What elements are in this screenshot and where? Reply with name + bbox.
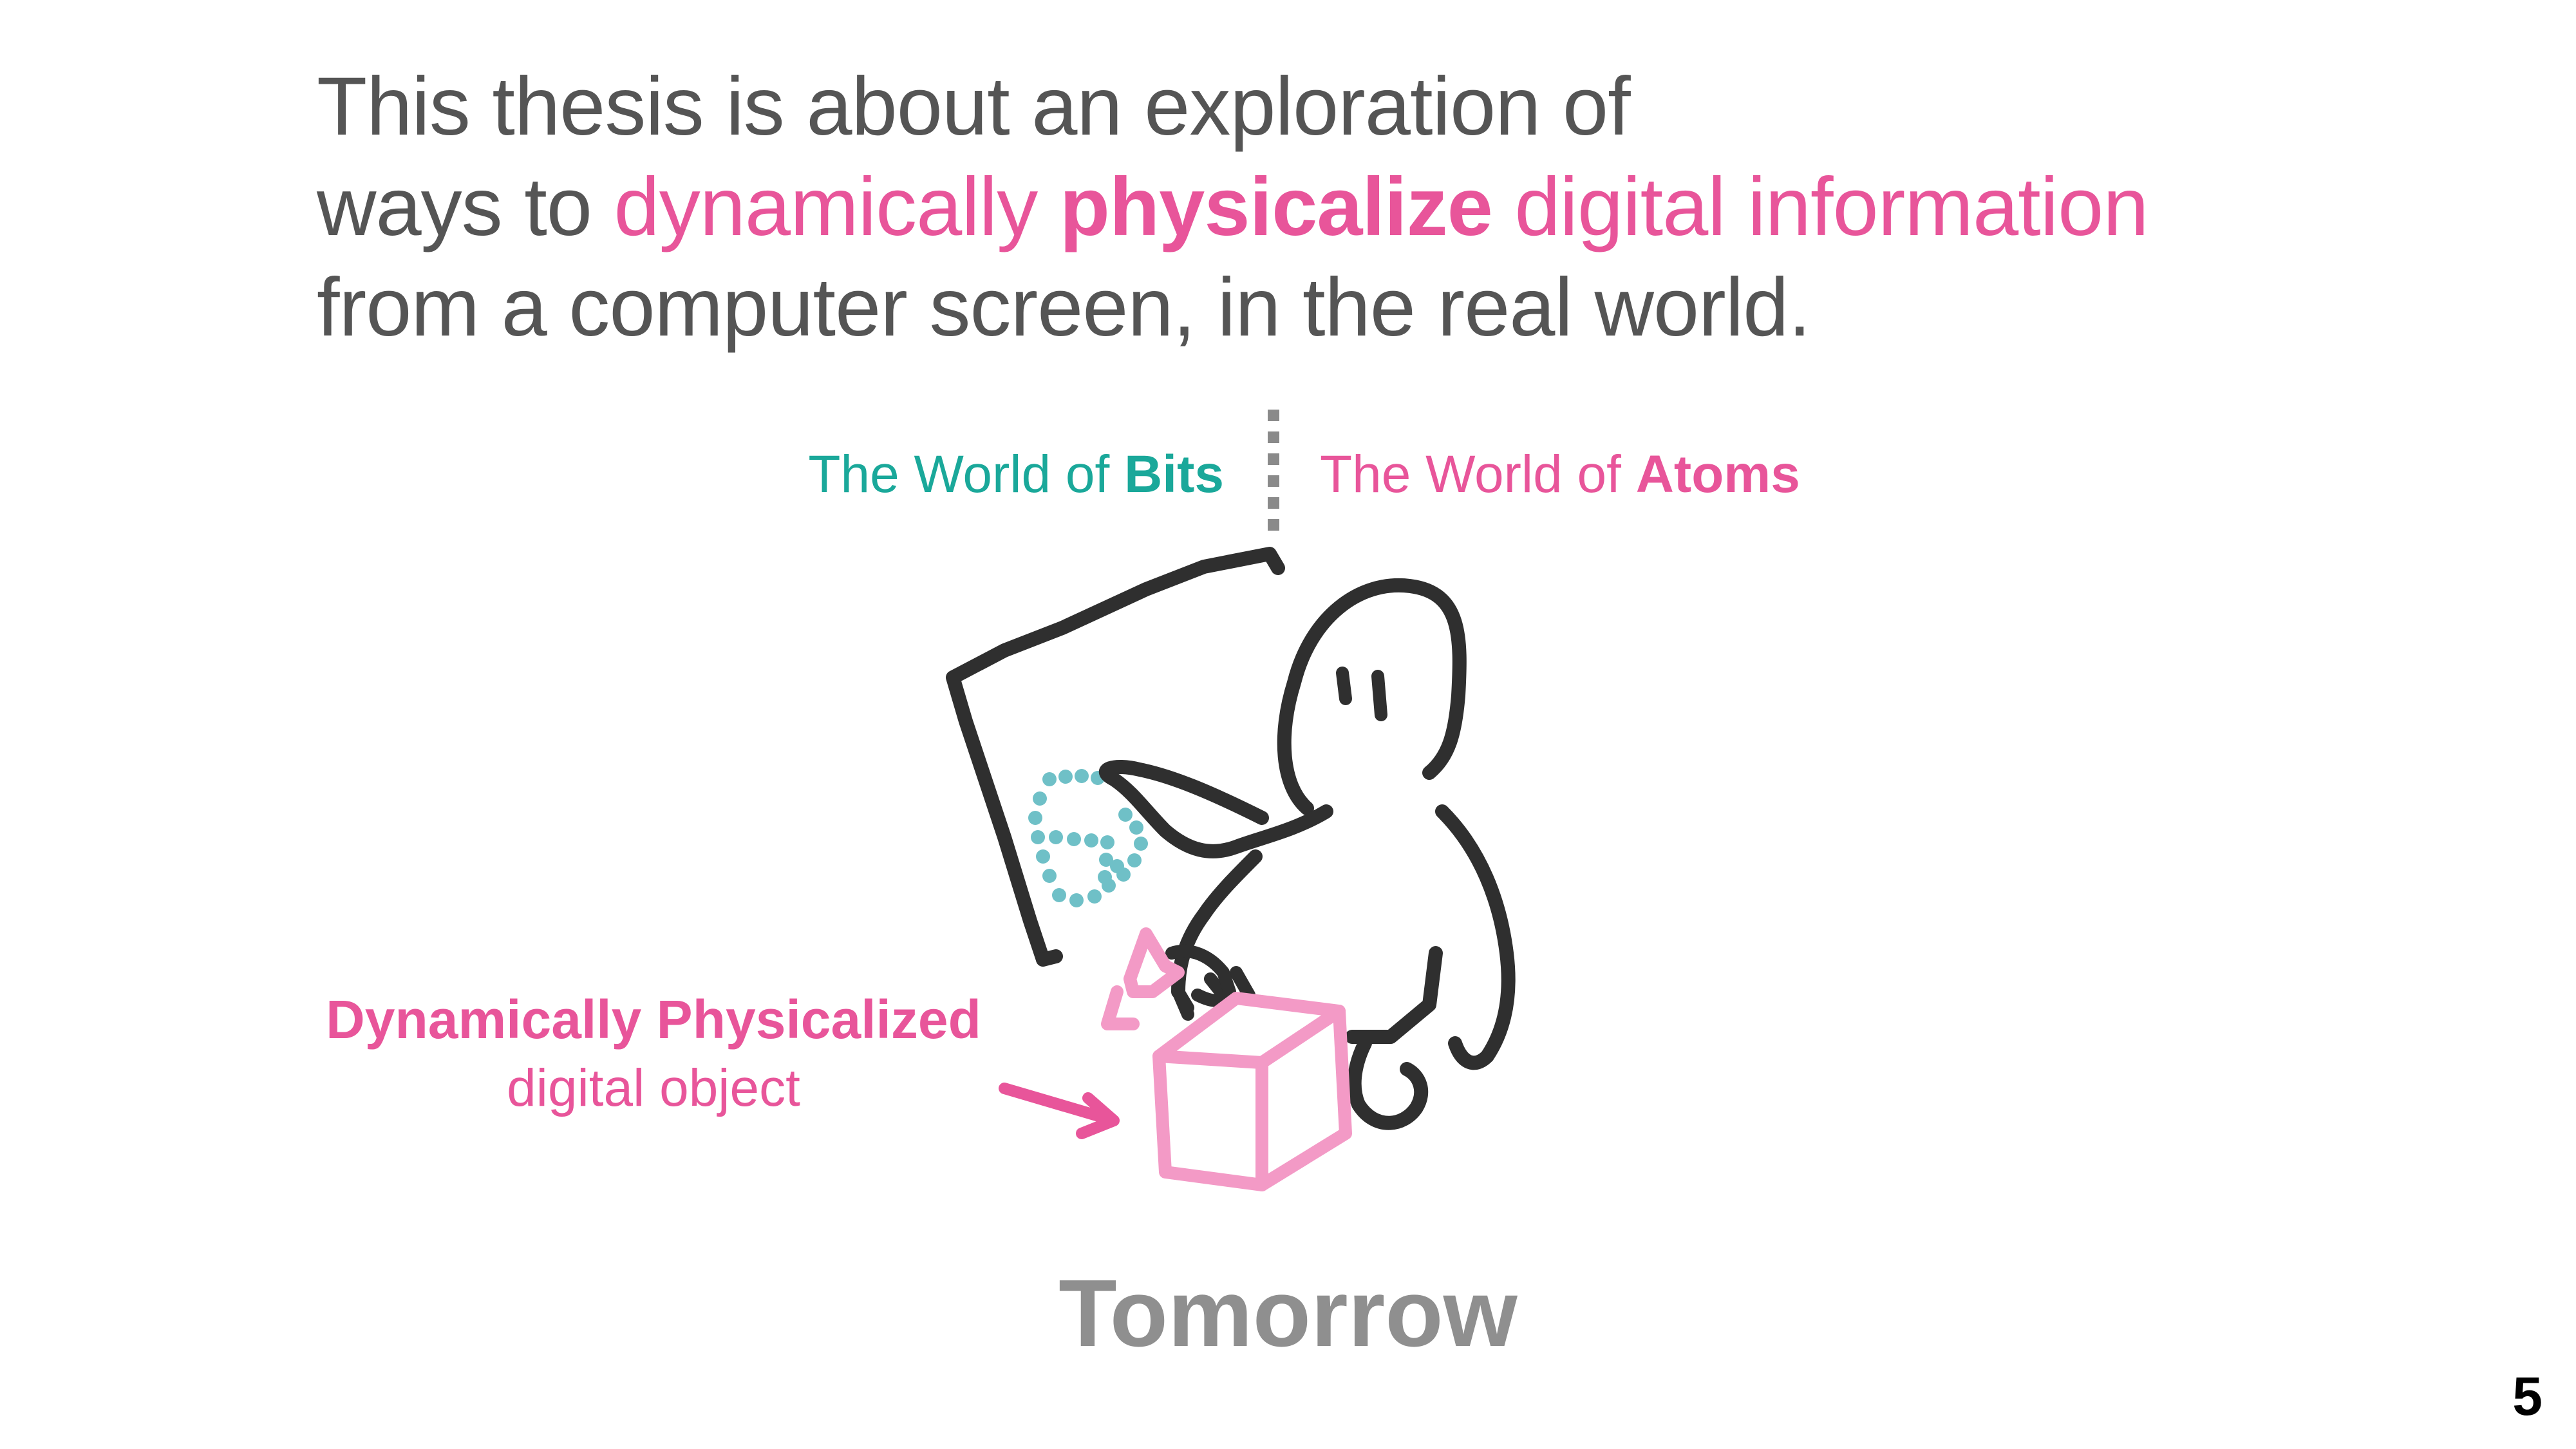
physical-cube — [1101, 927, 1352, 1191]
headline-line-2-pre: ways to — [317, 161, 614, 253]
person-reaching-arm — [1098, 759, 1333, 858]
world-divider — [1268, 410, 1279, 532]
screen-bottom-edge — [1036, 949, 1063, 967]
person-head — [1277, 578, 1467, 815]
headline-dynamically: dynamically — [614, 161, 1039, 253]
person-right-arm — [1345, 946, 1443, 1044]
screen-frame — [946, 547, 1285, 967]
world-of-bits-label: The World of Bits — [808, 444, 1224, 505]
page-number: 5 — [2512, 1366, 2543, 1426]
headline-physicalize: physicalize — [1059, 161, 1493, 253]
bits-prefix: The World of — [808, 445, 1125, 504]
person-eye-left — [1336, 667, 1352, 705]
caption-title: Dynamically Physicalized — [326, 989, 981, 1050]
headline: This thesis is about an exploration of w… — [317, 57, 2148, 358]
person-body — [1435, 804, 1516, 1070]
headline-digital-information: digital information — [1492, 161, 2148, 253]
slide-title-tomorrow: Tomorrow — [1058, 1260, 1518, 1367]
person-eye-right — [1371, 670, 1387, 721]
virtual-cube-dots — [1028, 769, 1148, 907]
person-fingers — [1172, 966, 1255, 1021]
caption-subtitle: digital object — [507, 1059, 800, 1117]
person-lower-hand — [1165, 944, 1236, 1007]
headline-line-1: This thesis is about an exploration of — [317, 61, 1631, 153]
person-right-hand — [1347, 1036, 1429, 1130]
atoms-prefix: The World of — [1320, 445, 1636, 504]
world-of-atoms-label: The World of Atoms — [1320, 444, 1800, 505]
headline-line-3: from a computer screen, in the real worl… — [317, 261, 1811, 354]
atoms-word: Atoms — [1635, 445, 1800, 504]
pointer-arrow — [999, 1083, 1120, 1139]
bits-word: Bits — [1124, 445, 1224, 504]
